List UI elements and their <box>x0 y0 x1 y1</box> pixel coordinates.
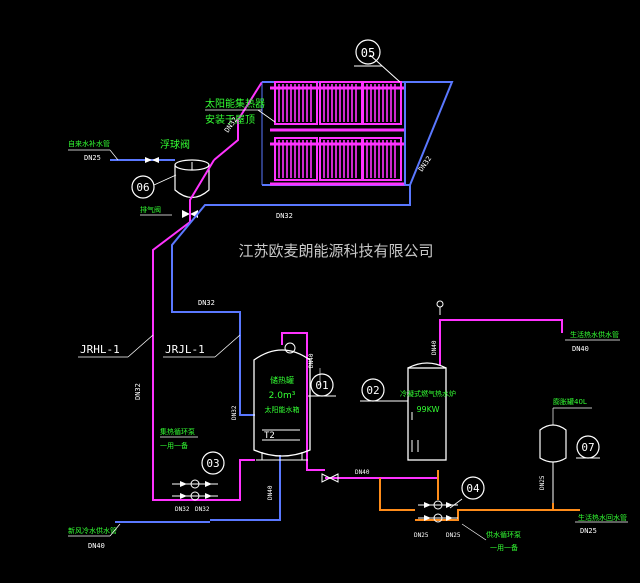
tag-01: 01 <box>315 379 328 392</box>
label-install-roof: 安装于屋顶 <box>205 113 255 126</box>
dim-dn32-pump-b: DN32 <box>195 506 210 513</box>
label-jrhl: JRHL-1 <box>80 343 120 356</box>
tank-gauge <box>284 342 296 354</box>
check-valve <box>321 473 339 483</box>
solar-collector-array: 05 太阳能集热器 安装于屋顶 DN32 DN32 <box>205 39 454 186</box>
heater-power: 99KW <box>416 405 439 414</box>
label-cold-supply: 新风冷水供水管 <box>68 526 117 535</box>
collector-row-top <box>274 81 402 125</box>
tag-06-circle <box>131 175 155 199</box>
tag-03: 03 <box>206 457 219 470</box>
label-heater-pump-sub: 一用一备 <box>490 543 518 552</box>
dim-dn25-pump-b: DN25 <box>446 532 461 539</box>
dim-dn32-tank-side: DN32 <box>231 405 238 420</box>
dim-dn32-right: DN32 <box>417 155 433 173</box>
dim-dn25-pump-a: DN25 <box>414 532 429 539</box>
label-jrjl: JRJL-1 <box>165 343 205 356</box>
heater-pumps: 04 DN25 DN25 供水循环泵 一用一备 <box>414 476 521 552</box>
label-hot-supply: 生活热水供水管 <box>570 330 619 339</box>
tag-04-circle <box>461 476 485 500</box>
label-solar-collector: 太阳能集热器 <box>205 97 265 110</box>
tag-03-circle <box>201 451 225 475</box>
tag-06: 06 <box>136 181 149 194</box>
dim-dn32-mid: DN32 <box>198 299 215 307</box>
dim-dn32-left: DN32 <box>134 383 142 400</box>
pipe-tank-bottom <box>210 455 281 521</box>
pipe-hot-riser <box>152 159 255 501</box>
tank-name: 储热罐 <box>270 375 294 385</box>
tag-07: 07 <box>581 441 594 454</box>
label-circ-pump-sub: 一用一备 <box>160 441 188 450</box>
label-expansion: 膨胀罐40L <box>553 397 587 406</box>
tank-sub: 太阳能水箱 <box>265 405 300 414</box>
dim-dn25-makeup: DN25 <box>84 154 101 162</box>
pipe-tank-top <box>281 332 325 471</box>
label-t2: T2 <box>264 431 275 441</box>
dim-dn40-tank-top: DN40 <box>308 353 315 368</box>
dim-dn25-return: DN25 <box>580 527 597 535</box>
heater-name: 冷凝式燃气热水炉 <box>400 389 456 398</box>
dim-dn40-bottom-left: DN40 <box>88 542 105 550</box>
tag-02: 02 <box>366 384 379 397</box>
pump-pair-04 <box>418 500 458 523</box>
dim-dn40-tank-bottom: DN40 <box>267 485 274 500</box>
dim-dn40-heater-out: DN40 <box>355 469 370 476</box>
circulation-pumps: 集热循环泵 一用一备 03 DN32 DN32 <box>160 427 225 513</box>
line-tags: JRHL-1 JRJL-1 DN32 DN32 DN32 <box>78 212 293 400</box>
gas-heater: 冷凝式燃气热水炉 99KW 02 DN40 DN40 <box>355 300 456 476</box>
pipe-cold-return <box>171 185 411 416</box>
expansion-tank: 膨胀罐40L 07 DN25 <box>539 397 600 503</box>
solar-tank: 储热罐 2.0m³ 太阳能水箱 T2 01 DN40 DN32 DN40 <box>231 342 336 500</box>
heater-top-valve <box>436 300 444 308</box>
float-valve-tank: 自来水补水管 DN25 浮球阀 06 排气阀 <box>68 138 210 224</box>
pipe-heater-pump-loop <box>379 478 415 511</box>
label-makeup-water: 自来水补水管 <box>68 139 110 148</box>
dim-dn32-pump-a: DN32 <box>175 506 190 513</box>
tag-04: 04 <box>466 482 480 495</box>
dim-dn40-heater-top: DN40 <box>431 340 438 355</box>
pipes <box>115 159 580 523</box>
pipe-heater-pump-loop-2 <box>415 503 554 521</box>
supply-labels: 生活热水供水管 DN40 生活热水回水管 DN25 新风冷水供水管 DN40 <box>68 330 628 550</box>
tag-05: 05 <box>361 46 375 60</box>
dim-dn25-exp: DN25 <box>539 475 546 490</box>
label-return-supply: 生活热水回水管 <box>578 513 627 522</box>
label-heater-pump-title: 供水循环泵 <box>486 530 521 539</box>
pump-pair-03 <box>172 479 218 501</box>
tag-05-circle <box>355 39 381 65</box>
collector-row-bottom <box>274 137 402 181</box>
watermark: 江苏欧麦朗能源科技有限公司 <box>238 242 433 260</box>
pipe-hot-supply <box>439 319 563 365</box>
label-circ-pump-title: 集热循环泵 <box>160 427 195 436</box>
dim-dn32-vert: DN32 <box>276 212 293 220</box>
collector-tubes <box>278 84 396 178</box>
roof-frame-magenta <box>213 81 263 161</box>
label-float-valve: 浮球阀 <box>160 138 190 151</box>
pipe-tank-to-heater <box>325 470 439 479</box>
label-exhaust-valve: 排气阀 <box>140 205 161 214</box>
dim-dn40-hot: DN40 <box>572 345 589 353</box>
tank-volume: 2.0m³ <box>269 391 296 401</box>
